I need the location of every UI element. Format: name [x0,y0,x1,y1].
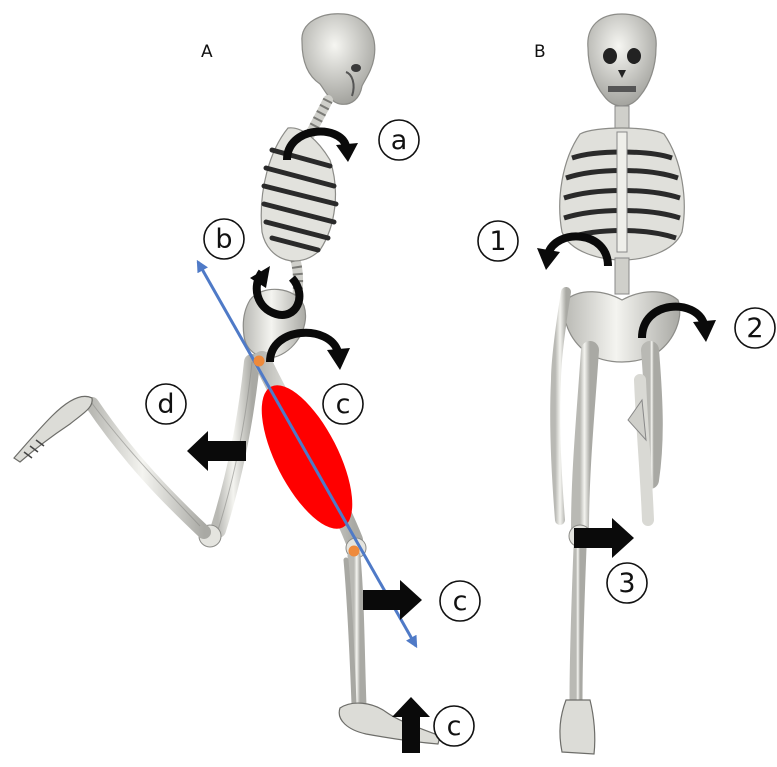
standing-foot-b [560,700,595,754]
arm-b [555,292,566,520]
panel-a: A [14,14,480,753]
callout-3: 3 [607,563,647,603]
callout-1: 1 [478,221,518,261]
panel-b-label: B [534,42,546,62]
svg-text:c: c [336,389,351,420]
callout-2: 2 [735,308,775,348]
standing-tibia-b [576,548,580,700]
hip-joint-dot [254,356,265,367]
callout-b: b [204,219,244,259]
knee-joint-dot [349,546,360,557]
svg-text:d: d [157,389,174,420]
svg-text:2: 2 [746,313,763,344]
skeleton-a-side-view [14,14,440,744]
panel-b: B [478,14,775,754]
svg-text:a: a [391,125,408,156]
callout-a: a [379,120,419,160]
svg-text:b: b [215,224,232,255]
right-foot-a [339,703,440,744]
callout-c-hip: c [323,384,363,424]
svg-text:c: c [447,711,462,742]
skull-a [302,14,375,105]
standing-femur-b [580,350,590,530]
panel-a-label: A [201,42,213,62]
svg-text:3: 3 [618,568,635,599]
skull-b [588,14,656,106]
svg-text:c: c [453,586,468,617]
callout-c-foot: c [434,706,474,746]
left-foot-a [14,396,92,462]
rib-cage-a [261,128,336,261]
callout-d: d [146,384,186,424]
arrow-c-right [363,580,422,620]
skeleton-b-front-view [555,14,684,754]
callout-c-knee: c [440,581,480,621]
svg-text:1: 1 [489,226,506,257]
